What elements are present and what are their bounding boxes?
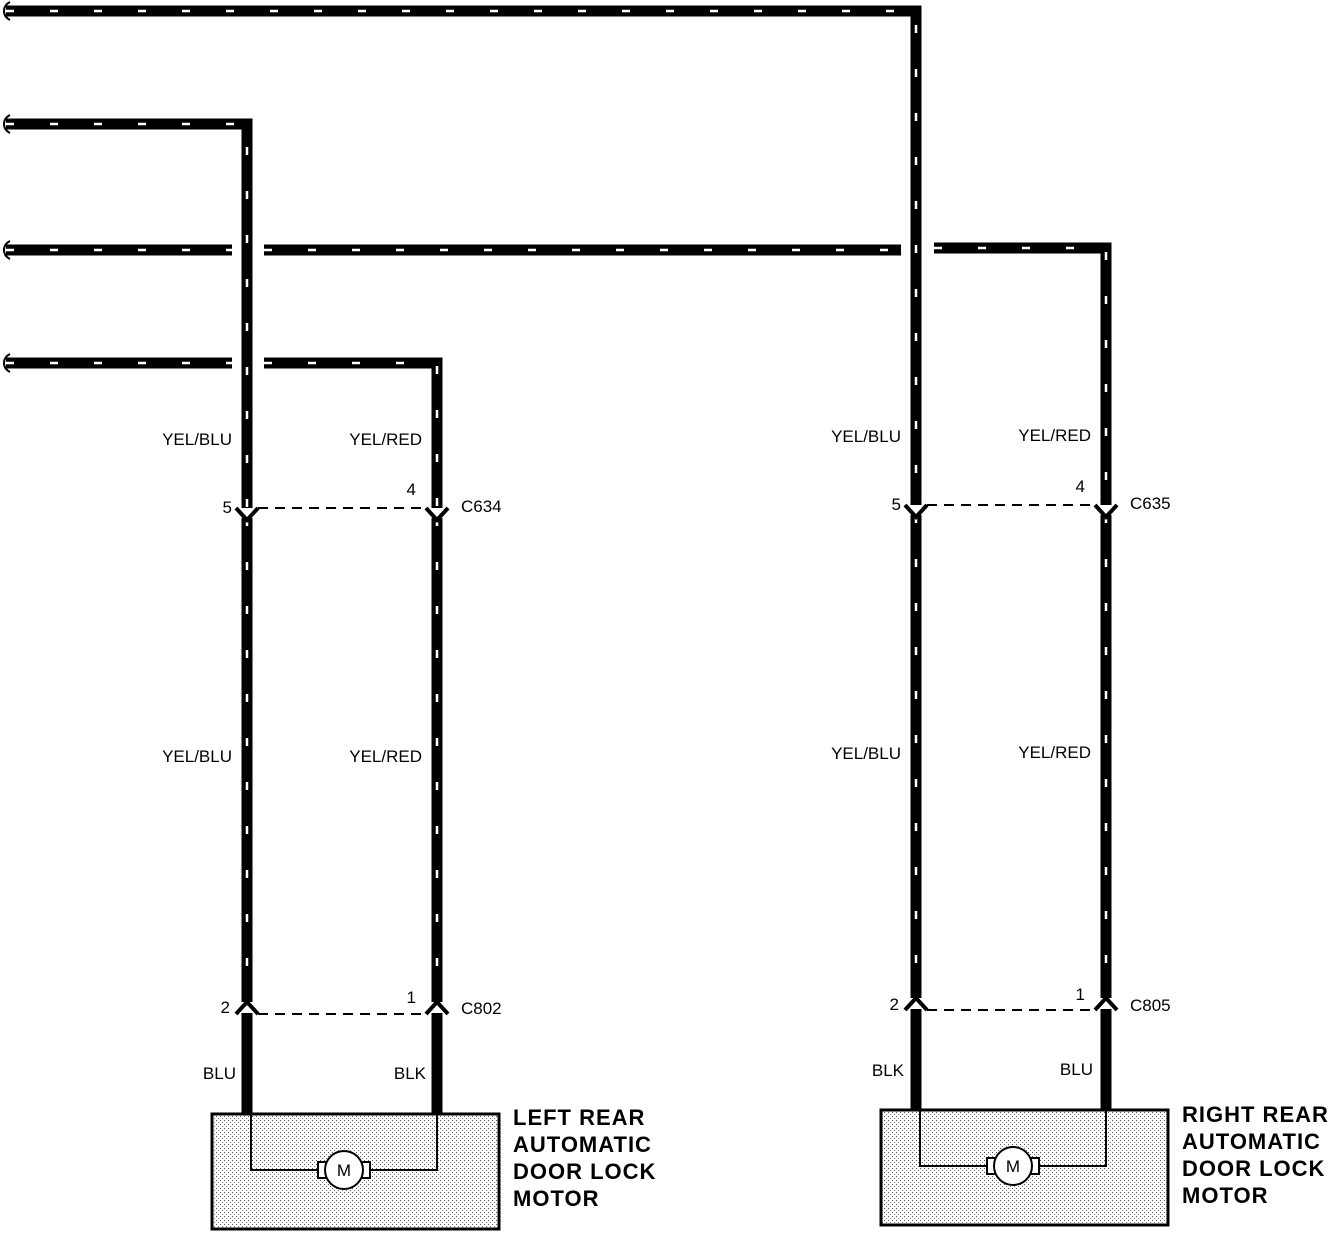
motor-circuit bbox=[250, 1114, 438, 1171]
connector-pin-male bbox=[424, 506, 450, 523]
wire-break-mark bbox=[3, 240, 11, 260]
wire-color-label: YEL/RED bbox=[349, 747, 422, 766]
wire-break-mark bbox=[3, 1, 11, 21]
component-name-line: MOTOR bbox=[1182, 1183, 1268, 1208]
wire-color-label: YEL/BLU bbox=[831, 744, 901, 763]
wire-color-label: YEL/RED bbox=[1018, 743, 1091, 762]
motor-icon bbox=[993, 1146, 1033, 1186]
wire-break-mark bbox=[3, 353, 11, 373]
left-rear-motor: M bbox=[210, 1112, 501, 1231]
component-name-line: AUTOMATIC bbox=[1182, 1129, 1321, 1154]
connector-id: C805 bbox=[1130, 996, 1171, 1015]
connector-pin-female bbox=[903, 995, 929, 1012]
pin-number: 5 bbox=[223, 498, 232, 517]
connector-id: C634 bbox=[461, 497, 502, 516]
connector-markers bbox=[234, 503, 1119, 1016]
connector-pin-male bbox=[903, 503, 929, 520]
pin-number: 4 bbox=[407, 480, 416, 499]
motor-icon bbox=[324, 1150, 364, 1190]
component-name-line: DOOR LOCK bbox=[1182, 1156, 1325, 1181]
wire-texture bbox=[934, 246, 1108, 505]
wire-color-label: YEL/BLU bbox=[162, 747, 232, 766]
pin-number: 2 bbox=[890, 995, 899, 1014]
motor-symbol: M bbox=[337, 1161, 351, 1180]
pin-number: 5 bbox=[892, 495, 901, 514]
left-labels: YEL/BLU YEL/RED 5 4 C634 YEL/BLU YEL/RED… bbox=[162, 430, 656, 1211]
pin-number: 2 bbox=[221, 998, 230, 1017]
pin-number: 1 bbox=[407, 988, 416, 1007]
wire-color-label: BLU bbox=[1060, 1060, 1093, 1079]
wire-color-label: YEL/BLU bbox=[162, 430, 232, 449]
right-rear-motor: M bbox=[879, 1108, 1170, 1227]
component-name-line: AUTOMATIC bbox=[513, 1132, 652, 1157]
pin-number: 1 bbox=[1076, 985, 1085, 1004]
connector-id: C635 bbox=[1130, 494, 1171, 513]
wire-color-label: YEL/BLU bbox=[831, 427, 901, 446]
wire-right-yel-blu-trunk bbox=[6, 5, 922, 505]
motor-circuit bbox=[919, 1110, 1107, 1167]
wire-texture bbox=[6, 122, 249, 508]
component-name-line: LEFT REAR bbox=[513, 1105, 645, 1130]
wire-end-marks bbox=[3, 1, 11, 373]
connector-pin-male bbox=[234, 506, 260, 523]
wire-color-label: BLU bbox=[203, 1064, 236, 1083]
connector-pin-female bbox=[1093, 995, 1119, 1012]
component-name-line: MOTOR bbox=[513, 1186, 599, 1211]
wire-texture bbox=[6, 9, 918, 505]
wire-color-label: YEL/RED bbox=[1018, 426, 1091, 445]
component-name-line: RIGHT REAR bbox=[1182, 1102, 1329, 1127]
component-name-line: DOOR LOCK bbox=[513, 1159, 656, 1184]
wire-color-label: YEL/RED bbox=[349, 430, 422, 449]
wire-color-label: BLK bbox=[872, 1061, 905, 1080]
connector-pin-male bbox=[1093, 503, 1119, 520]
wire-break-mark bbox=[3, 114, 11, 134]
wire-left-yel-blu-trunk bbox=[6, 118, 253, 508]
motor-symbol: M bbox=[1006, 1157, 1020, 1176]
wire-texture bbox=[264, 361, 439, 508]
wire-right-yel-red-seg3 bbox=[934, 242, 1112, 505]
connector-pin-female bbox=[424, 999, 450, 1016]
right-labels: YEL/BLU YEL/RED 5 4 C635 YEL/BLU YEL/RED… bbox=[831, 426, 1329, 1208]
pin-number: 4 bbox=[1076, 477, 1085, 496]
connector-id: C802 bbox=[461, 999, 502, 1018]
wire-color-label: BLK bbox=[394, 1064, 427, 1083]
wire-group bbox=[6, 5, 1112, 1114]
connector-pin-female bbox=[234, 999, 260, 1016]
